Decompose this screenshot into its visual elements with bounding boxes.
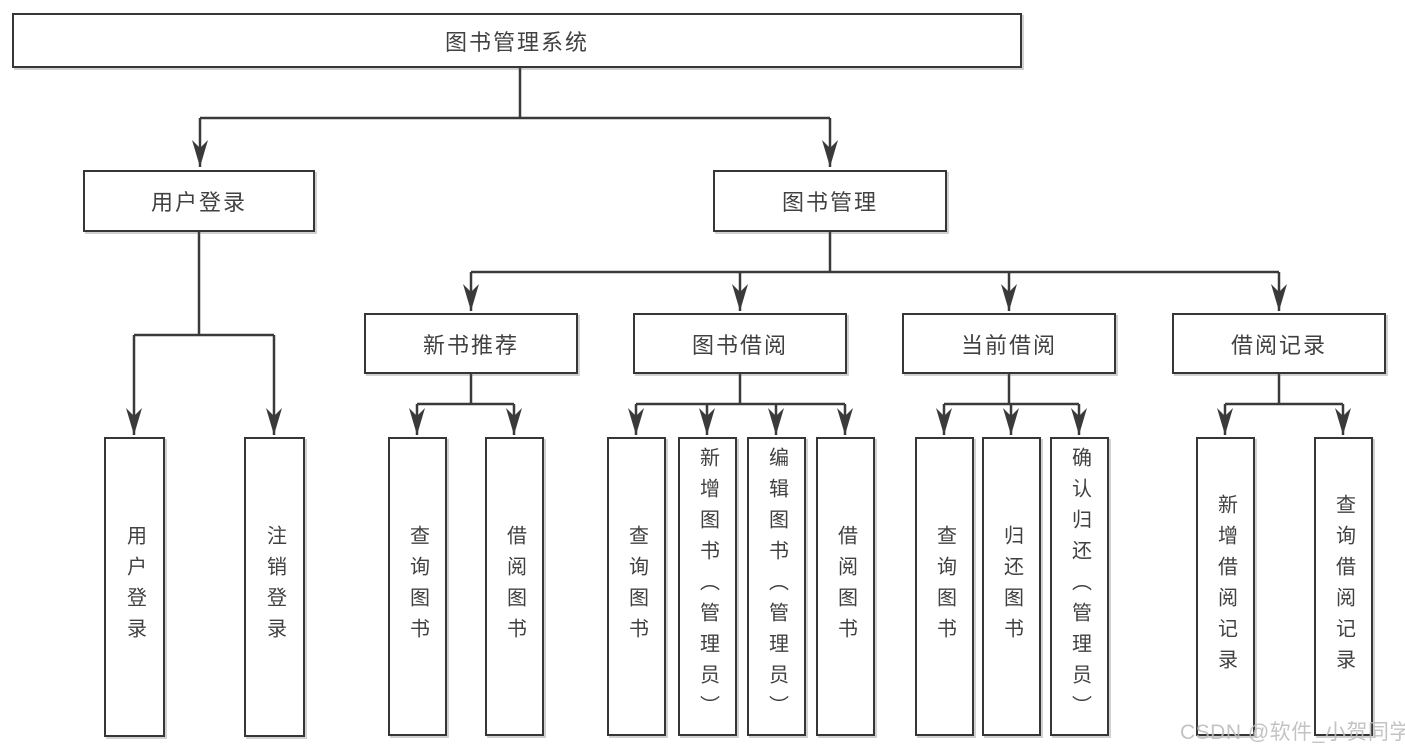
leaf-borrow-books-recommend-label: 借阅图书 — [503, 524, 526, 649]
node-book-borrowing-label: 图书借阅 — [691, 332, 788, 358]
leaf-logout: 注销登录 — [244, 437, 305, 737]
leaf-borrow-books-recommend: 借阅图书 — [485, 437, 544, 736]
leaf-edit-books-admin: 编辑图书（管理员） — [747, 437, 806, 736]
leaf-borrow-books-borrowing: 借阅图书 — [816, 437, 875, 736]
leaf-query-books-current: 查询图书 — [915, 437, 974, 736]
leaf-query-borrowing-record: 查询借阅记录 — [1314, 437, 1373, 736]
leaf-query-books-recommend: 查询图书 — [388, 437, 447, 736]
leaf-add-books-admin-label: 新增图书（管理员） — [696, 447, 719, 726]
node-borrowing-records-label: 借阅记录 — [1230, 332, 1327, 358]
leaf-add-borrowing-record: 新增借阅记录 — [1196, 437, 1255, 736]
node-current-borrowing: 当前借阅 — [902, 313, 1116, 374]
leaf-query-books-borrowing-label: 查询图书 — [625, 524, 648, 649]
node-current-borrowing-label: 当前借阅 — [960, 332, 1057, 358]
leaf-query-books-borrowing: 查询图书 — [607, 437, 666, 736]
node-new-book-recommendation: 新书推荐 — [364, 313, 578, 374]
leaf-user-login: 用户登录 — [104, 437, 165, 737]
leaf-confirm-return-admin-label: 确认归还（管理员） — [1068, 447, 1091, 726]
node-user-login: 用户登录 — [83, 170, 315, 232]
leaf-user-login-label: 用户登录 — [123, 525, 146, 649]
node-root-system-label: 图书管理系统 — [444, 29, 589, 55]
leaf-return-books: 归还图书 — [982, 437, 1041, 736]
leaf-add-books-admin: 新增图书（管理员） — [678, 437, 737, 736]
leaf-logout-label: 注销登录 — [263, 525, 286, 649]
node-user-login-label: 用户登录 — [150, 190, 247, 215]
leaf-query-books-recommend-label: 查询图书 — [406, 524, 429, 649]
leaf-confirm-return-admin: 确认归还（管理员） — [1050, 437, 1109, 736]
leaf-edit-books-admin-label: 编辑图书（管理员） — [765, 447, 788, 726]
leaf-borrow-books-borrowing-label: 借阅图书 — [834, 524, 857, 649]
node-book-management-label: 图书管理 — [781, 190, 878, 215]
leaf-query-books-current-label: 查询图书 — [933, 524, 956, 649]
node-root-system: 图书管理系统 — [12, 13, 1022, 68]
node-book-borrowing: 图书借阅 — [633, 313, 847, 374]
watermark: CSDN @软件_小贺同学 — [1180, 721, 1405, 744]
node-borrowing-records: 借阅记录 — [1172, 313, 1386, 374]
node-new-book-recommendation-label: 新书推荐 — [422, 332, 519, 358]
leaf-query-borrowing-record-label: 查询借阅记录 — [1332, 493, 1355, 680]
leaf-return-books-label: 归还图书 — [1000, 524, 1023, 649]
leaf-add-borrowing-record-label: 新增借阅记录 — [1214, 493, 1237, 680]
node-book-management: 图书管理 — [713, 170, 947, 232]
